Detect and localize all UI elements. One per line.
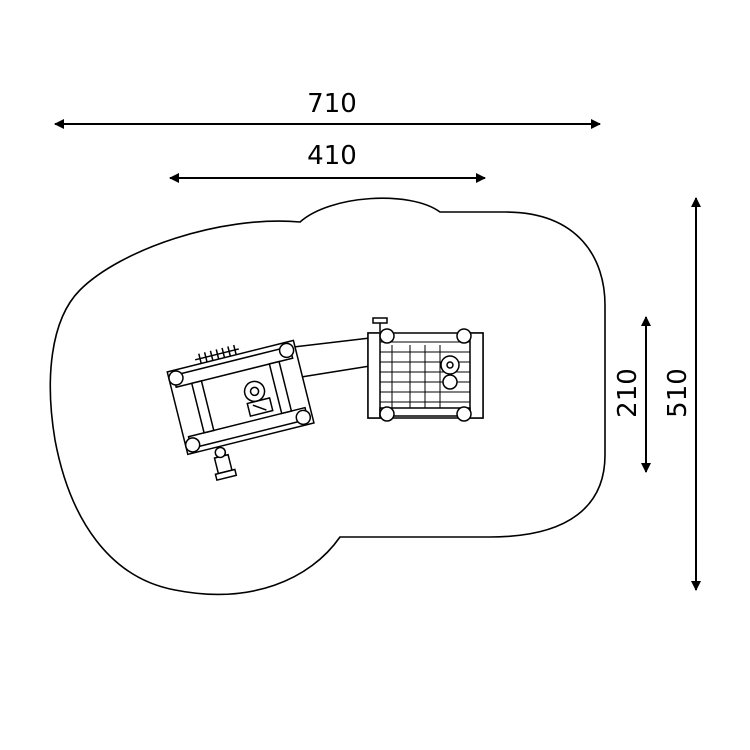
post	[379, 328, 395, 344]
steering-wheel-panel	[243, 380, 274, 418]
overall-width-label: 710	[307, 89, 357, 119]
post	[456, 328, 472, 344]
dimension-equipment-width: 410	[169, 141, 486, 183]
dimension-equipment-depth: 210	[613, 316, 651, 473]
steering-wheel-panel-right	[440, 355, 460, 390]
post	[456, 406, 472, 422]
dimension-overall-width: 710	[54, 89, 601, 129]
equipment-width-label: 410	[307, 141, 357, 171]
top-handle	[372, 317, 388, 332]
equipment-depth-label: 210	[613, 368, 643, 418]
connecting-bridge	[284, 337, 371, 379]
lower-step	[213, 446, 238, 482]
climbing-rungs	[194, 344, 239, 364]
safety-zone-outline	[49, 197, 606, 596]
overall-depth-label: 510	[663, 368, 693, 418]
side-slats	[391, 345, 441, 410]
post	[278, 342, 295, 359]
left-tower	[166, 339, 315, 482]
post	[168, 370, 184, 386]
dimension-overall-depth: 510	[663, 197, 701, 591]
post	[184, 437, 201, 453]
post	[379, 406, 395, 422]
right-tower	[367, 317, 484, 422]
post	[295, 409, 312, 426]
